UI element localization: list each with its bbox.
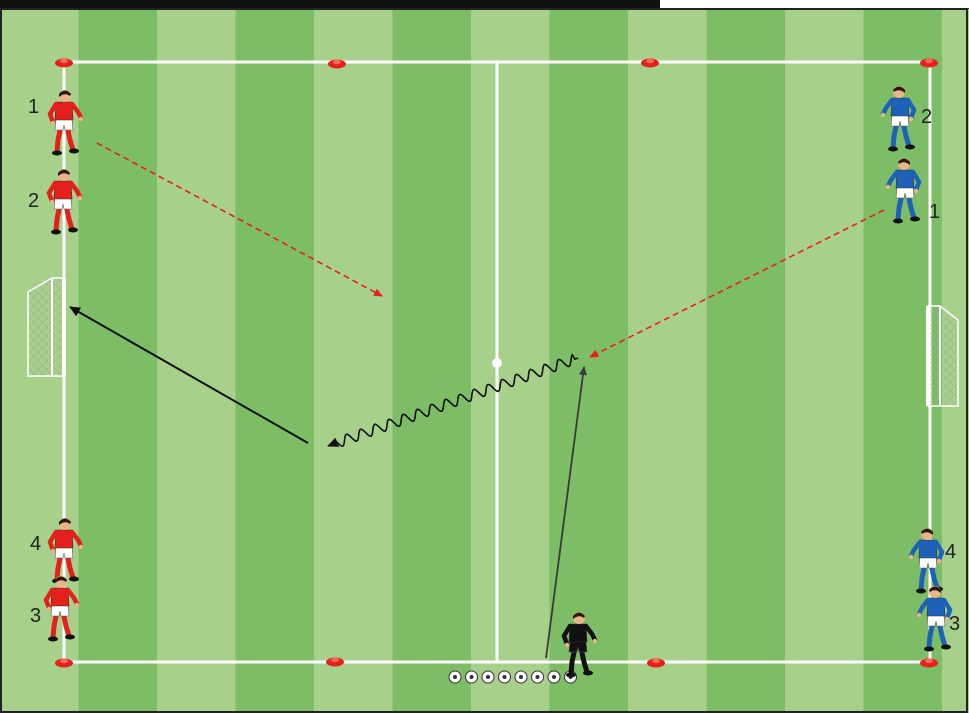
red-player-1-label: 1 (28, 96, 39, 118)
ball-icon (482, 671, 494, 683)
cone-icon (55, 59, 73, 68)
blue-player-4-label: 4 (945, 541, 956, 563)
ball-icon (515, 671, 527, 683)
blue-player-2-label: 2 (921, 106, 932, 128)
ball-icon (499, 671, 511, 683)
top-bar-right (660, 0, 969, 9)
top-bar (0, 0, 660, 9)
blue-player-3-label: 3 (949, 613, 960, 635)
cone-icon (920, 659, 938, 668)
cone-icon (647, 659, 665, 668)
cone-icon (326, 658, 344, 667)
center-spot (492, 358, 502, 368)
ball-icon (532, 671, 544, 683)
red-player-4-label: 4 (30, 533, 41, 555)
red-player-2-label: 2 (28, 190, 39, 212)
goal-icon (926, 306, 958, 406)
goal-icon (28, 278, 66, 376)
ball-icon (548, 671, 560, 683)
blue-player-1-label: 1 (929, 201, 940, 223)
red-player-3-label: 3 (30, 605, 41, 627)
cone-icon (641, 59, 659, 68)
cone-icon (328, 60, 346, 69)
cone-icon (55, 659, 73, 668)
grass-stripes (0, 9, 969, 713)
cone-icon (920, 59, 938, 68)
ball-icon (449, 671, 461, 683)
ball-icon (466, 671, 478, 683)
